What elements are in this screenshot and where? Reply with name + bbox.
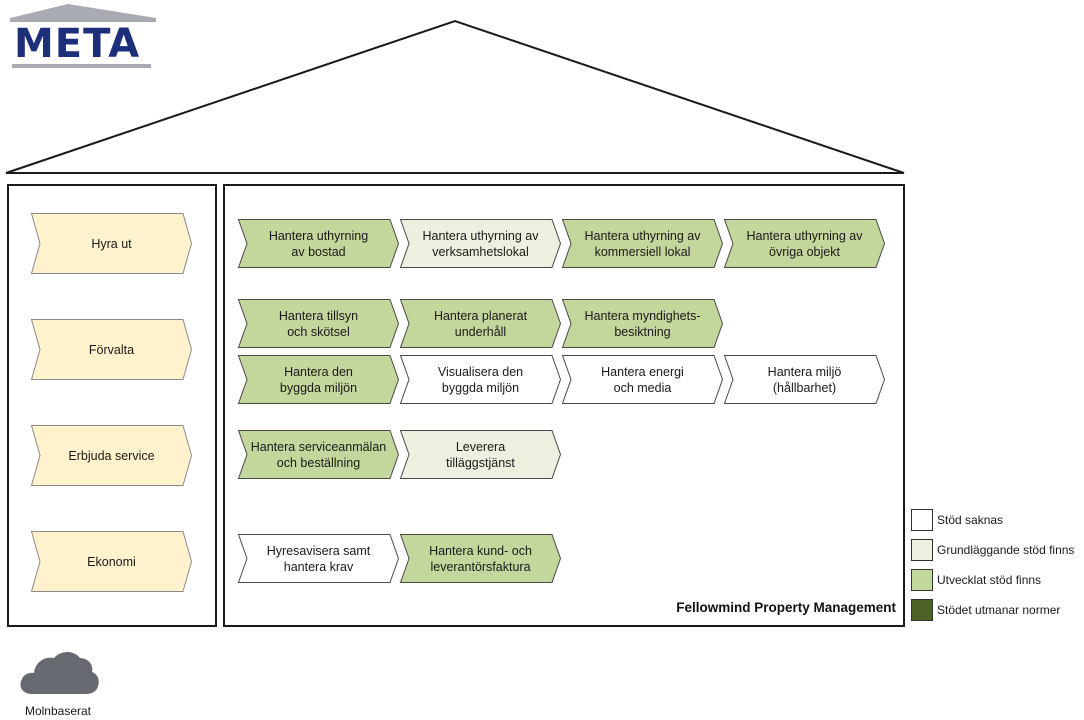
process-step-label: Hantera miljö (hållbarhet) (767, 364, 842, 395)
process-step-shape (561, 219, 724, 268)
legend-swatch (911, 539, 933, 561)
process-step: Hyresavisera samt hantera krav (237, 534, 400, 583)
process-step-label: Hantera kund- och leverantörsfaktura (429, 543, 532, 574)
legend-item: Grundläggande stöd finns (911, 538, 1074, 562)
process-step-label: Visualisera den byggda miljön (437, 364, 524, 395)
process-step: Hantera uthyrning av verksamhetslokal (399, 219, 562, 268)
process-step-label: Hantera myndighets- besiktning (584, 308, 701, 339)
process-step-shape (399, 355, 562, 404)
left-process: Erbjuda service (30, 425, 193, 486)
process-step: Hantera uthyrning av bostad (237, 219, 400, 268)
process-step: Hantera tillsyn och skötsel (237, 299, 400, 348)
logo-roof (10, 4, 156, 22)
process-step: Hantera kund- och leverantörsfaktura (399, 534, 562, 583)
left-process-shape (30, 425, 193, 486)
process-step-label: Hantera energi och media (601, 364, 684, 395)
process-step: Leverera tilläggstjänst (399, 430, 562, 479)
left-process: Ekonomi (30, 531, 193, 592)
process-step-label: Hyresavisera samt hantera krav (266, 543, 371, 574)
process-step-shape (237, 430, 400, 479)
left-process-label: Erbjuda service (68, 448, 155, 463)
house-roof (5, 19, 905, 174)
logo-underline (12, 64, 151, 68)
left-process-label: Hyra ut (91, 236, 132, 251)
process-step-shape (237, 355, 400, 404)
process-step: Hantera miljö (hållbarhet) (723, 355, 886, 404)
legend-label: Utvecklat stöd finns (937, 573, 1042, 587)
process-step-shape (237, 219, 400, 268)
process-step-shape (561, 299, 724, 348)
legend-item: Stöd saknas (911, 508, 1003, 532)
process-step-label: Hantera uthyrning av verksamhetslokal (422, 228, 539, 259)
process-step: Hantera myndighets- besiktning (561, 299, 724, 348)
left-process-label: Förvalta (88, 342, 135, 357)
left-process-shape (30, 531, 193, 592)
process-step: Visualisera den byggda miljön (399, 355, 562, 404)
legend-label: Stöd saknas (937, 513, 1004, 527)
left-process: Hyra ut (30, 213, 193, 274)
left-process: Förvalta (30, 319, 193, 380)
process-step-label: Hantera planerat underhåll (433, 308, 528, 339)
process-step: Hantera uthyrning av övriga objekt (723, 219, 886, 268)
process-step-shape (399, 430, 562, 479)
process-step-shape (399, 219, 562, 268)
process-step: Hantera energi och media (561, 355, 724, 404)
left-process-shape (30, 213, 193, 274)
process-step: Hantera serviceanmälan och beställning (237, 430, 400, 479)
company-name: Fellowmind Property Management (676, 600, 896, 615)
legend-label: Stödet utmanar normer (937, 603, 1061, 617)
process-step-shape (399, 299, 562, 348)
process-step-shape (237, 534, 400, 583)
main-panel (223, 184, 905, 627)
legend-swatch (911, 509, 933, 531)
process-step-label: Hantera uthyrning av övriga objekt (746, 228, 863, 259)
process-step: Hantera uthyrning av kommersiell lokal (561, 219, 724, 268)
legend-swatch (911, 599, 933, 621)
process-step: Hantera den byggda miljön (237, 355, 400, 404)
process-step-shape (399, 534, 562, 583)
process-step-shape (723, 355, 886, 404)
process-step-label: Leverera tilläggstjänst (446, 439, 515, 470)
left-panel (7, 184, 217, 627)
process-step-shape (237, 299, 400, 348)
process-step-label: Hantera uthyrning av bostad (268, 228, 369, 259)
process-step-shape (561, 355, 724, 404)
left-process-shape (30, 319, 193, 380)
logo: META (14, 21, 141, 67)
legend-label: Grundläggande stöd finns (937, 543, 1075, 557)
process-step-label: Hantera uthyrning av kommersiell lokal (584, 228, 701, 259)
cloud-icon (20, 652, 99, 694)
process-step: Hantera planerat underhåll (399, 299, 562, 348)
process-step-label: Hantera tillsyn och skötsel (278, 308, 359, 339)
cloud-label: Molnbaserat (24, 704, 92, 718)
left-process-label: Ekonomi (87, 554, 136, 569)
process-step-label: Hantera serviceanmälan och beställning (250, 439, 387, 470)
legend-swatch (911, 569, 933, 591)
legend-item: Utvecklat stöd finns (911, 568, 1041, 592)
legend-item: Stödet utmanar normer (911, 598, 1060, 622)
process-step-label: Hantera den byggda miljön (279, 364, 358, 395)
process-step-shape (723, 219, 886, 268)
